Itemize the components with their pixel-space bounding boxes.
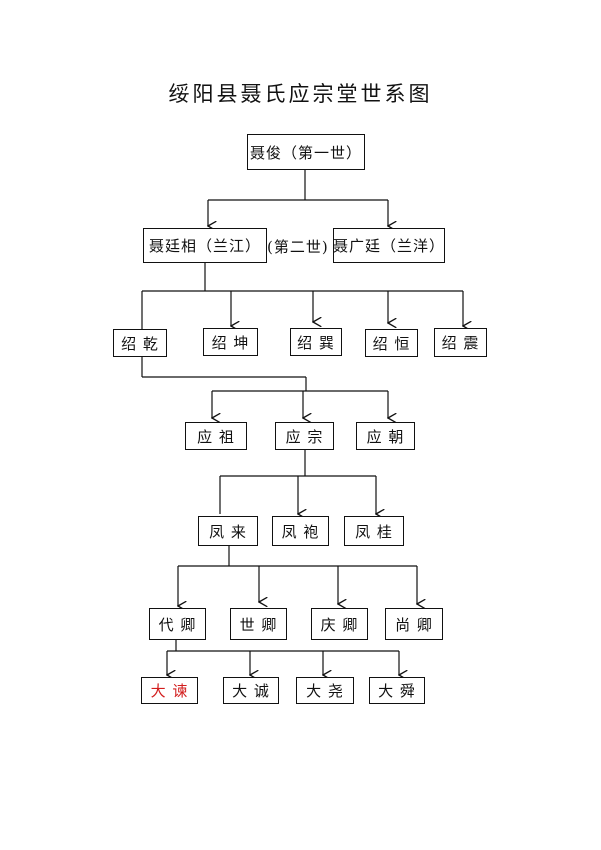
gen3-person-box: 绍 震: [434, 328, 487, 357]
gen3-person-box: 绍 坤: [203, 328, 258, 356]
gen2-generation-label: (第二世): [267, 238, 329, 256]
gen2-person-right-box: 聂广廷（兰洋）: [333, 228, 445, 263]
gen5-person-box: 凤 桂: [344, 516, 404, 546]
gen6-person-box: 尚 卿: [385, 608, 443, 640]
gen7-person-box: 大 舜: [369, 677, 425, 704]
gen4-person-box: 应 朝: [356, 422, 415, 450]
gen2-person-left-box: 聂廷相（兰江）: [143, 228, 267, 263]
gen4-person-box: 应 祖: [185, 422, 247, 450]
gen6-person-box: 庆 卿: [311, 608, 368, 640]
gen7-person-box: 大 尧: [296, 677, 354, 704]
gen5-person-box: 凤 袍: [272, 516, 329, 546]
gen1-person-box: 聂俊（第一世）: [247, 134, 365, 170]
gen6-person-box: 世 卿: [230, 608, 287, 640]
chart-title: 绥阳县聂氏应宗堂世系图: [168, 82, 433, 106]
gen3-person-box: 绍 恒: [365, 329, 418, 357]
gen4-person-box: 应 宗: [275, 422, 334, 450]
gen7-person-box-highlighted: 大 谏: [141, 677, 198, 704]
gen5-person-box: 凤 来: [198, 516, 258, 546]
gen6-person-box: 代 卿: [149, 608, 206, 640]
gen3-person-box: 绍 巽: [290, 328, 342, 356]
gen3-person-box: 绍 乾: [113, 329, 167, 357]
gen7-person-box: 大 诚: [223, 677, 279, 704]
